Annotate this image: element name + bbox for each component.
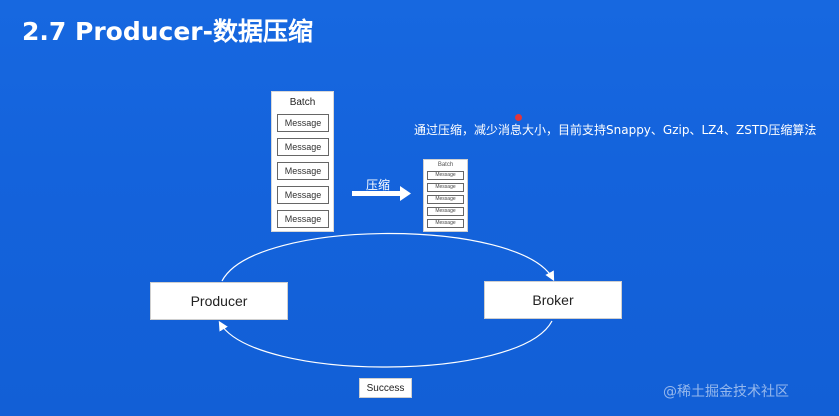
compressed-message: Message bbox=[427, 183, 464, 192]
slide-title: 2.7 Producer-数据压缩 bbox=[22, 17, 313, 46]
success-response: Success bbox=[359, 378, 412, 398]
batch-message: Message bbox=[277, 210, 329, 228]
batch-compressed: Batch Message Message Message Message Me… bbox=[423, 159, 468, 232]
send-arc bbox=[221, 232, 555, 282]
compress-arrow-label: 压缩 bbox=[366, 178, 391, 192]
compress-arrow bbox=[352, 186, 411, 201]
compressed-batch-label: Batch bbox=[437, 162, 454, 168]
batch-label: Batch bbox=[289, 97, 316, 108]
pointer-dot bbox=[515, 114, 522, 121]
broker-node: Broker bbox=[484, 281, 622, 319]
compression-description: 通过压缩，减少消息大小，目前支持Snappy、Gzip、LZ4、ZSTD压缩算法 bbox=[414, 123, 817, 137]
compressed-message: Message bbox=[427, 195, 464, 204]
producer-node: Producer bbox=[150, 282, 288, 320]
batch-message: Message bbox=[277, 114, 329, 132]
compressed-message: Message bbox=[427, 219, 464, 228]
batch-message: Message bbox=[277, 186, 329, 204]
watermark: @稀土掘金技术社区 bbox=[663, 384, 789, 400]
ack-arc bbox=[218, 320, 553, 368]
batch-uncompressed: Batch Message Message Message Message Me… bbox=[271, 91, 334, 232]
batch-message: Message bbox=[277, 162, 329, 180]
compressed-message: Message bbox=[427, 171, 464, 180]
compressed-message: Message bbox=[427, 207, 464, 216]
batch-message: Message bbox=[277, 138, 329, 156]
